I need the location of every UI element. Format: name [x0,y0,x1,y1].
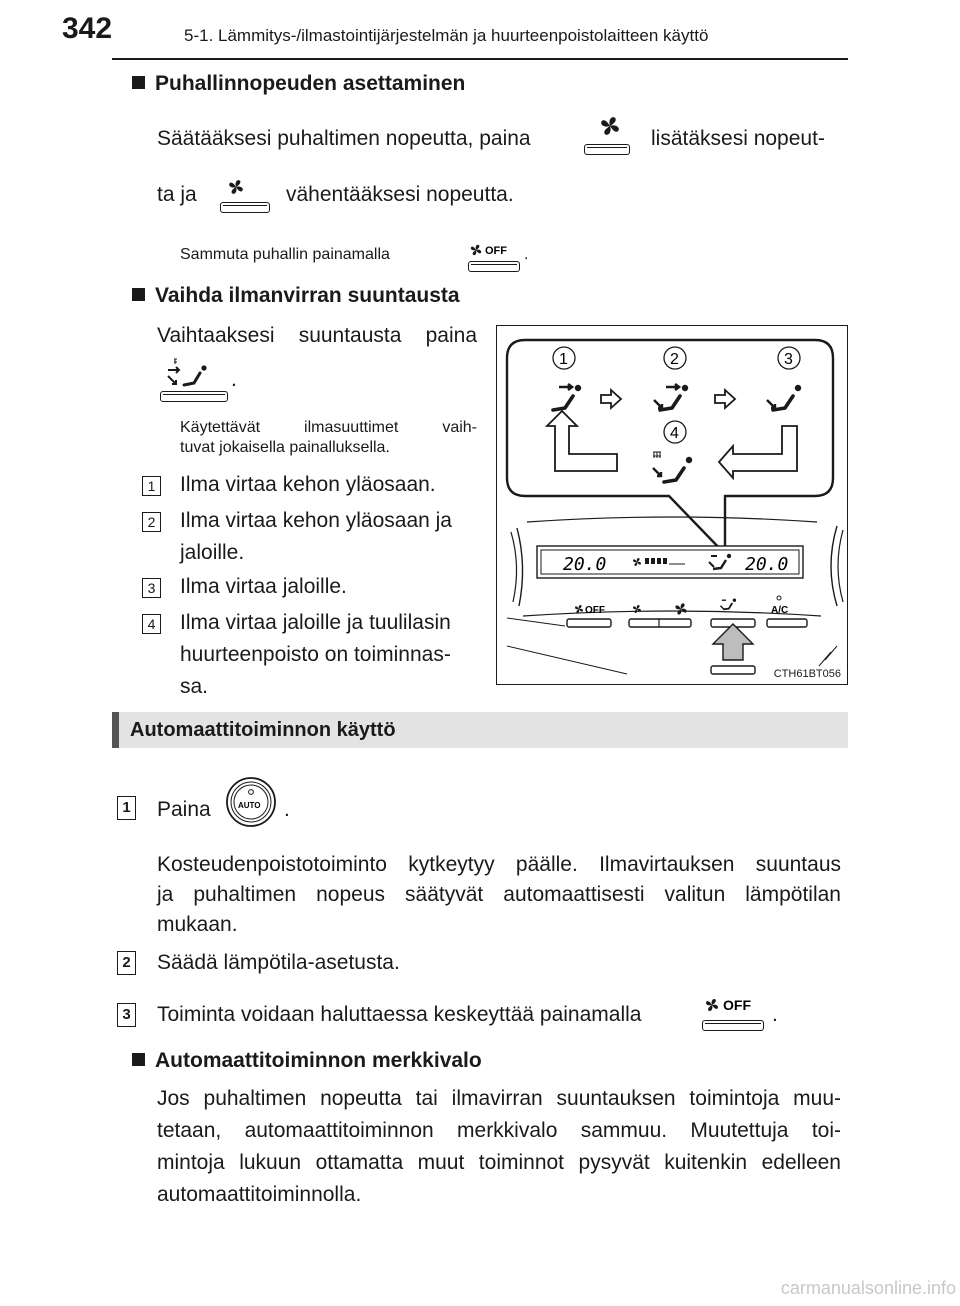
fan-off-note-before: Sammuta puhallin painamalla [180,246,390,263]
header-rule [112,58,848,60]
fan-down-button-icon [216,178,274,218]
auto-knob-icon: AUTO [226,777,276,827]
auto-indicator-text: Jos puhaltimen nopeutta tai ilmavirran s… [157,1087,841,1206]
display-fan-indicator-icon [632,557,685,567]
bullet-square-icon [132,76,145,89]
step-number-2: 2 [117,951,136,975]
fan-speed-text-line2-after: vähentääksesi nopeutta. [286,183,514,206]
step-1-text-after: . [284,798,290,821]
watermark: carmanualsonline.info [780,1278,956,1298]
bullet-square-icon [132,1053,145,1066]
display-right-temp: 20.0 [745,554,788,575]
auto-section-title: Automaattitoiminnon käyttö [130,719,396,741]
diagram-ac-label: A/C [771,605,788,616]
airflow-heading: Vaihda ilmanvirran suuntausta [132,284,460,308]
step-number-3: 3 [117,1003,136,1027]
mode-feet-icon [766,384,802,412]
diagram-callout-1: 1 [559,351,568,368]
svg-text:AUTO: AUTO [238,801,261,810]
step-1-text-before: Paina [157,798,211,821]
diagram-callout-2: 2 [670,351,679,368]
mode-face-icon [551,382,582,412]
step-number-1: 1 [117,796,136,820]
auto-button-icon: AUTO [224,772,278,830]
diagram-off-label: OFF [585,605,605,616]
display-mode-icon [708,553,732,571]
cycle-arrow-left-icon [717,425,798,481]
fan-off-icon: OFF [705,997,751,1013]
airflow-mode-icon [167,358,207,387]
fan-up-button-icon [580,110,634,162]
cycle-arrow-up-icon [544,409,618,472]
svg-text:OFF: OFF [485,245,507,257]
fan-speed-text-line1-before: Säätääksesi puhaltimen nopeutta, paina [157,127,531,150]
step-1-detail: Kosteudenpoistotoiminto kytkeytyy päälle… [157,853,841,936]
display-left-temp: 20.0 [563,554,606,575]
diagram-callout-3: 3 [784,351,793,368]
fan-off-note-after: . [524,246,529,263]
airflow-intro: Vaihtaaksesi suuntausta paina [157,324,477,347]
fan-small-icon [229,180,243,194]
diagram-code: CTH61BT056 [773,668,841,680]
auto-indicator-heading: Automaattitoiminnon merkkivalo [132,1049,482,1073]
fan-large-icon [601,117,619,135]
airflow-diagram: 1 2 3 4 [496,325,848,685]
diagram-callout-4: 4 [670,425,679,442]
step-3-text-before: Toiminta voidaan haluttaessa keskeyttää … [157,1003,642,1026]
page-number: 342 [62,12,113,45]
fan-speed-heading: Puhallinnopeuden asettaminen [132,72,465,96]
pointer-arrow-icon [711,623,755,661]
airflow-intro-end: . [231,368,237,391]
bullet-square-icon [132,288,145,301]
mode-button-icon [160,356,232,402]
airflow-diagram-illustration: 1 2 3 4 [505,338,844,675]
step-3-text-after: . [772,1003,778,1026]
mode-feet-defrost-icon [652,451,693,484]
fan-off-button-icon: OFF [464,242,522,276]
running-header: 5-1. Lämmitys-/ilmastointijärjestelmän j… [184,26,709,45]
step-2-text: Säädä lämpötila-asetusta. [157,951,400,974]
auto-section-header: Automaattitoiminnon käyttö [112,712,848,748]
fan-off-button-icon: OFF [698,994,770,1036]
mode-bilevel-icon [653,382,689,412]
fan-off-icon: OFF [470,244,507,257]
arrow-right-icon [714,387,737,411]
fan-speed-text-line1-after: lisätäksesi nopeut- [651,127,825,150]
svg-text:OFF: OFF [723,997,751,1013]
fan-speed-text-line2-before: ta ja [157,183,197,206]
airflow-note: Käytettävät ilmasuuttimet vaih- tuvat jo… [180,419,477,456]
arrow-right-icon [600,387,623,411]
